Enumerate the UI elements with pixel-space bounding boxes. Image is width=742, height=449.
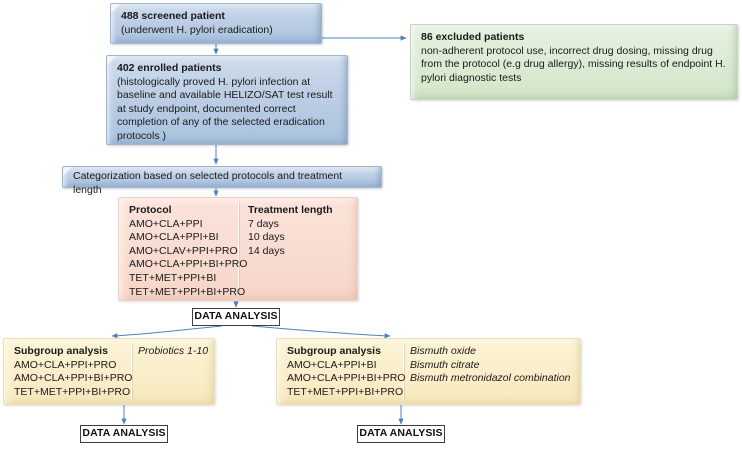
subgroup-right-note-item: Bismuth metronidazol combination <box>410 372 571 385</box>
data-analysis-right-box[interactable]: DATA ANALYSIS <box>357 425 445 443</box>
subgroup-left-protocol-item: AMO+CLA+PPI+PRO <box>14 358 117 371</box>
enrolled-patients-heading: 402 enrolled patients <box>117 62 222 74</box>
data-analysis-left-box[interactable]: DATA ANALYSIS <box>80 425 168 443</box>
subgroup-right-heading: Subgroup analysis <box>287 345 381 357</box>
subgroup-right-protocol-item: AMO+CLA+PPI+BI+PRO <box>287 372 406 385</box>
excluded-patients-box[interactable]: 86 excluded patients non-adherent protoc… <box>410 24 738 100</box>
protocol-item: AMO+CLA+PPI+BI <box>129 231 219 244</box>
enrolled-patients-body: (histologically proved H. pylori infecti… <box>117 75 333 142</box>
connector-analysis-to-subgroup-left <box>111 325 223 339</box>
protocol-item: TET+MET+PPI+BI+PRO <box>129 285 246 298</box>
protocol-table-box[interactable]: Protocol AMO+CLA+PPI AMO+CLA+PPI+BI AMO+… <box>118 197 358 301</box>
excluded-patients-heading: 86 excluded patients <box>421 31 525 43</box>
treatment-length-column: Treatment length 7 days 10 days 14 days <box>238 198 359 263</box>
data-analysis-right-label: DATA ANALYSIS <box>359 427 443 440</box>
subgroup-left-protocols: Subgroup analysis AMO+CLA+PPI+PRO AMO+CL… <box>4 339 133 404</box>
subgroup-right-box[interactable]: Subgroup analysis AMO+CLA+PPI+BI AMO+CLA… <box>276 338 581 405</box>
subgroup-right-note-item: Bismuth citrate <box>410 358 480 371</box>
data-analysis-main-label: DATA ANALYSIS <box>194 310 278 323</box>
subgroup-left-notes: Probiotics 1-10 <box>131 339 216 364</box>
subgroup-right-divider <box>403 343 405 400</box>
treatment-length-item: 10 days <box>248 231 285 244</box>
data-analysis-main-box[interactable]: DATA ANALYSIS <box>192 308 280 326</box>
protocol-item: AMO+CLA+PPI <box>129 217 203 230</box>
subgroup-right-protocol-item: AMO+CLA+PPI+BI <box>287 358 377 371</box>
enrolled-patients-box[interactable]: 402 enrolled patients (histologically pr… <box>106 55 348 145</box>
protocol-item: AMO+CLAV+PPI+PRO <box>129 244 238 257</box>
protocol-table-divider <box>238 202 240 296</box>
connector-analysis-to-subgroup-right <box>251 325 391 339</box>
subgroup-right-notes: Bismuth oxide Bismuth citrate Bismuth me… <box>403 339 582 391</box>
subgroup-right-protocol-item: TET+MET+PPI+BI+PRO <box>287 385 404 398</box>
categorization-bar[interactable]: Categorization based on selected protoco… <box>62 166 382 196</box>
protocol-column-header: Protocol <box>129 204 172 216</box>
subgroup-left-heading: Subgroup analysis <box>14 345 108 357</box>
subgroup-left-protocol-item: TET+MET+PPI+BI+PRO <box>14 385 131 398</box>
subgroup-left-box[interactable]: Subgroup analysis AMO+CLA+PPI+PRO AMO+CL… <box>3 338 215 405</box>
categorization-label: Categorization based on selected protoco… <box>73 170 343 196</box>
data-analysis-left-label: DATA ANALYSIS <box>82 427 166 440</box>
subgroup-left-divider <box>131 343 133 400</box>
screened-patients-box[interactable]: 488 screened patient (underwent H. pylor… <box>110 3 322 44</box>
protocol-column: Protocol AMO+CLA+PPI AMO+CLA+PPI+BI AMO+… <box>119 198 247 304</box>
screened-patients-subtext: (underwent H. pylori eradication) <box>121 23 273 36</box>
subgroup-right-note-item: Bismuth oxide <box>410 345 476 357</box>
protocol-item: AMO+CLA+PPI+BI+PRO <box>129 258 248 271</box>
subgroup-right-protocols: Subgroup analysis AMO+CLA+PPI+BI AMO+CLA… <box>277 339 406 404</box>
subgroup-left-note-item: Probiotics 1-10 <box>138 345 209 357</box>
treatment-length-item: 7 days <box>248 217 279 230</box>
screened-patients-heading: 488 screened patient <box>121 10 225 22</box>
treatment-length-column-header: Treatment length <box>248 204 333 216</box>
treatment-length-item: 14 days <box>248 244 285 257</box>
subgroup-left-protocol-item: AMO+CLA+PPI+BI+PRO <box>14 372 133 385</box>
excluded-patients-body: non-adherent protocol use, incorrect dru… <box>421 44 726 84</box>
protocol-item: TET+MET+PPI+BI <box>129 271 217 284</box>
